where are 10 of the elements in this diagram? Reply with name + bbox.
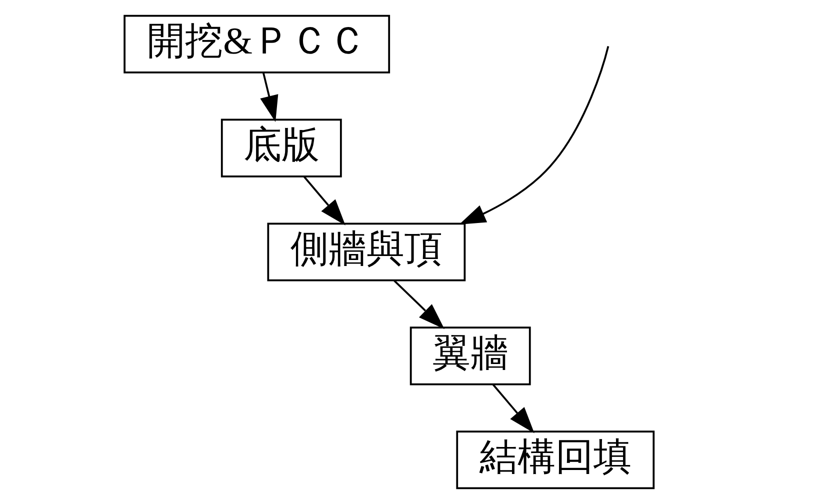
arrow	[492, 384, 534, 434]
node-box: 翼牆	[409, 326, 530, 386]
arrow	[260, 72, 278, 122]
node-box: 底版	[220, 118, 342, 178]
arrow	[302, 176, 345, 226]
arrow	[458, 46, 609, 224]
arrow	[393, 280, 444, 330]
node-box: 側牆與頂	[266, 222, 466, 282]
node-box: 開挖&ＰＣＣ	[123, 14, 390, 74]
node-box: 結構回填	[456, 430, 654, 490]
